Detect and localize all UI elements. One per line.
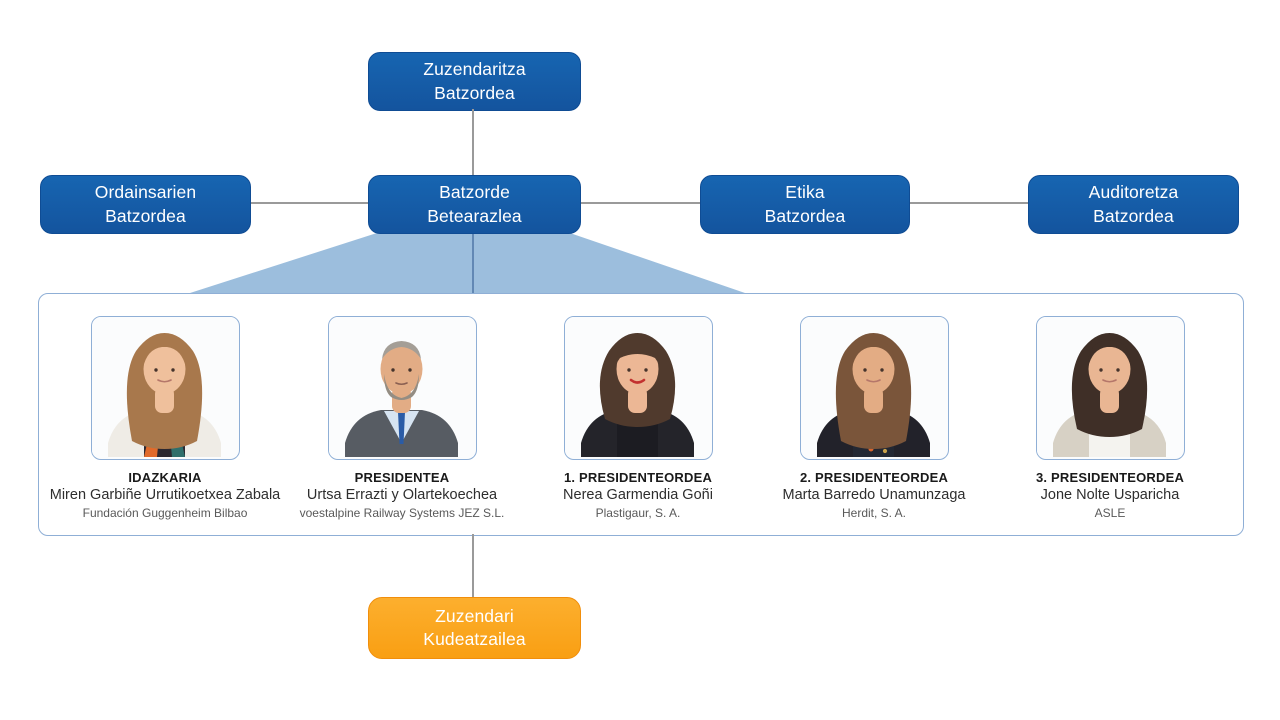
- node-label-line: Zuzendaritza: [423, 59, 526, 80]
- member-name: Miren Garbiñe Urrutikoetxea Zabala: [49, 487, 281, 503]
- member-company: Fundación Guggenheim Bilbao: [82, 506, 248, 520]
- member-role: 2. PRESIDENTEORDEA: [799, 470, 949, 485]
- node-zuzendari-kudeatzailea: Zuzendari Kudeatzailea: [368, 597, 581, 659]
- member-photo: [1035, 316, 1185, 460]
- node-etika-batzordea: Etika Batzordea: [700, 175, 910, 234]
- node-label-line: Ordainsarien: [94, 182, 197, 203]
- node-label-line: Batzordea: [434, 82, 515, 103]
- member-company: Plastigaur, S. A.: [595, 506, 681, 520]
- member-photo: [90, 316, 240, 460]
- member-photo: [327, 316, 477, 460]
- member-role: IDAZKARIA: [128, 470, 202, 485]
- node-label-line: Batzordea: [105, 205, 186, 226]
- node-label-line: Batzorde: [439, 182, 510, 203]
- person-portrait-illustration: [800, 317, 948, 457]
- member-name: Nerea Garmendia Goñi: [563, 487, 713, 503]
- member-company: voestalpine Railway Systems JEZ S.L.: [299, 506, 505, 520]
- connector-row-middle: [579, 202, 700, 204]
- node-label-line: Etika: [785, 182, 825, 203]
- funnel-triangle: [190, 232, 745, 293]
- person-portrait-illustration: [1036, 317, 1184, 457]
- node-label-line: Batzordea: [1093, 205, 1174, 226]
- node-label-line: Auditoretza: [1088, 182, 1179, 203]
- node-label-line: Kudeatzailea: [423, 629, 526, 649]
- node-batzorde-betearazlea: Batzorde Betearazlea: [368, 175, 581, 234]
- member-card: PRESIDENTEA Urtsa Errazti y Olartekoeche…: [284, 316, 520, 520]
- member-name: Urtsa Errazti y Olartekoechea: [306, 487, 498, 503]
- member-photo: [799, 316, 949, 460]
- member-company: Herdit, S. A.: [841, 506, 907, 520]
- member-name: Marta Barredo Unamunzaga: [782, 487, 966, 503]
- member-card: 2. PRESIDENTEORDEA Marta Barredo Unamunz…: [756, 316, 992, 520]
- node-ordainsarien-batzordea: Ordainsarien Batzordea: [40, 175, 251, 234]
- member-role: PRESIDENTEA: [354, 470, 450, 485]
- node-label-line: Betearazlea: [427, 205, 522, 226]
- connector-top-vertical: [472, 109, 474, 175]
- person-portrait-illustration: [328, 317, 476, 457]
- member-photo: [563, 316, 713, 460]
- member-card: 3. PRESIDENTEORDEA Jone Nolte Usparicha …: [992, 316, 1228, 520]
- connector-row-right: [908, 202, 1028, 204]
- member-company: ASLE: [1094, 506, 1126, 520]
- member-name: Jone Nolte Usparicha: [1040, 487, 1180, 503]
- member-role: 3. PRESIDENTEORDEA: [1035, 470, 1185, 485]
- person-portrait-illustration: [91, 317, 239, 457]
- node-label-line: Zuzendari: [435, 605, 514, 626]
- connector-bottom-vertical: [472, 534, 474, 597]
- person-portrait-illustration: [564, 317, 712, 457]
- node-label-line: Batzordea: [764, 205, 846, 226]
- member-card: 1. PRESIDENTEORDEA Nerea Garmendia Goñi …: [520, 316, 756, 520]
- node-auditoretza-batzordea: Auditoretza Batzordea: [1028, 175, 1239, 234]
- node-zuzendaritza-batzordea: Zuzendaritza Batzordea: [368, 52, 581, 111]
- member-card: IDAZKARIA Miren Garbiñe Urrutikoetxea Za…: [47, 316, 283, 520]
- connector-row-left: [249, 202, 368, 204]
- member-role: 1. PRESIDENTEORDEA: [563, 470, 713, 485]
